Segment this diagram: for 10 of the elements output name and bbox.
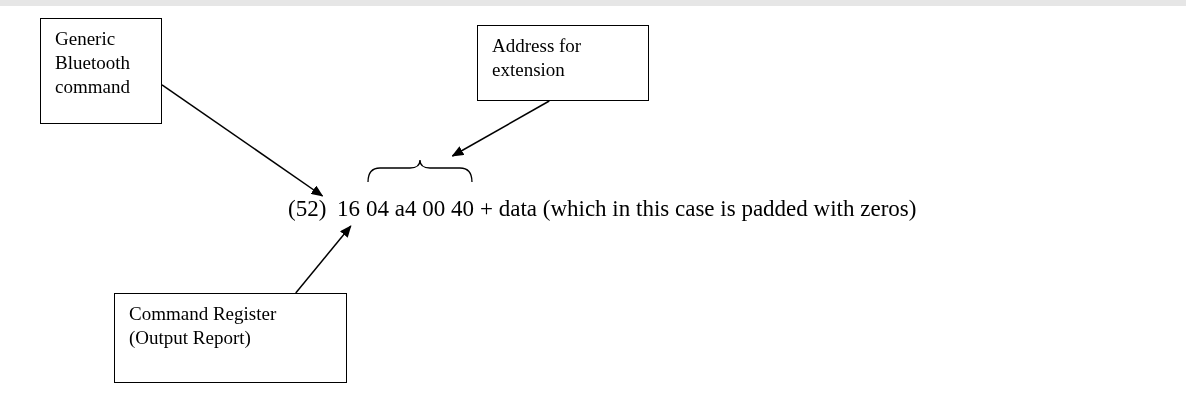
arrow xyxy=(451,100,550,157)
code-text: (52) xyxy=(288,194,327,224)
callout-box: Command Register (Output Report) xyxy=(114,293,347,383)
arrow xyxy=(295,225,352,294)
callout-box: Address for extension xyxy=(477,25,649,101)
code-text: 04 a4 00 40 xyxy=(366,194,474,224)
arrow xyxy=(161,84,324,197)
note-text: + data (which in this case is padded with zeros) xyxy=(479,195,917,223)
code-text: 16 xyxy=(337,194,360,224)
callout-box: Generic Bluetooth command xyxy=(40,18,162,124)
